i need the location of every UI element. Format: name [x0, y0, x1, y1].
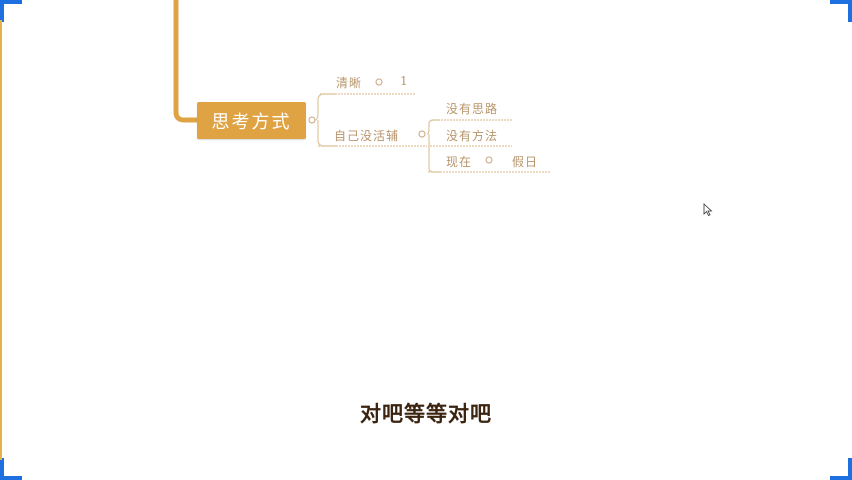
root-label: 思考方式	[211, 111, 292, 133]
node-no-idea[interactable]: 没有思路	[446, 102, 499, 116]
node-clear-child[interactable]: 1	[400, 74, 409, 88]
self-dot	[418, 130, 426, 138]
node-clear[interactable]: 清晰	[336, 76, 363, 90]
root-node[interactable]: 思考方式	[197, 102, 306, 139]
now-dot	[485, 156, 493, 164]
subtitle-caption: 对吧等等对吧	[360, 402, 492, 426]
frame-corner-bottom-left	[0, 458, 22, 480]
frame-corner-bottom-right	[830, 458, 852, 480]
root-collapse-dot	[308, 116, 316, 124]
frame-corner-top-left	[0, 0, 22, 22]
node-now[interactable]: 现在	[446, 155, 473, 169]
trunk-connector	[173, 0, 197, 123]
frame-corner-top-right	[830, 0, 852, 22]
clear-dot	[375, 78, 383, 86]
node-self[interactable]: 自己没活辅	[334, 129, 400, 143]
mouse-pointer-icon	[703, 203, 713, 217]
canvas-left-edge	[0, 20, 2, 460]
node-holiday[interactable]: 假日	[512, 155, 539, 169]
node-no-method[interactable]: 没有方法	[446, 129, 499, 143]
branch-connector	[314, 93, 336, 147]
